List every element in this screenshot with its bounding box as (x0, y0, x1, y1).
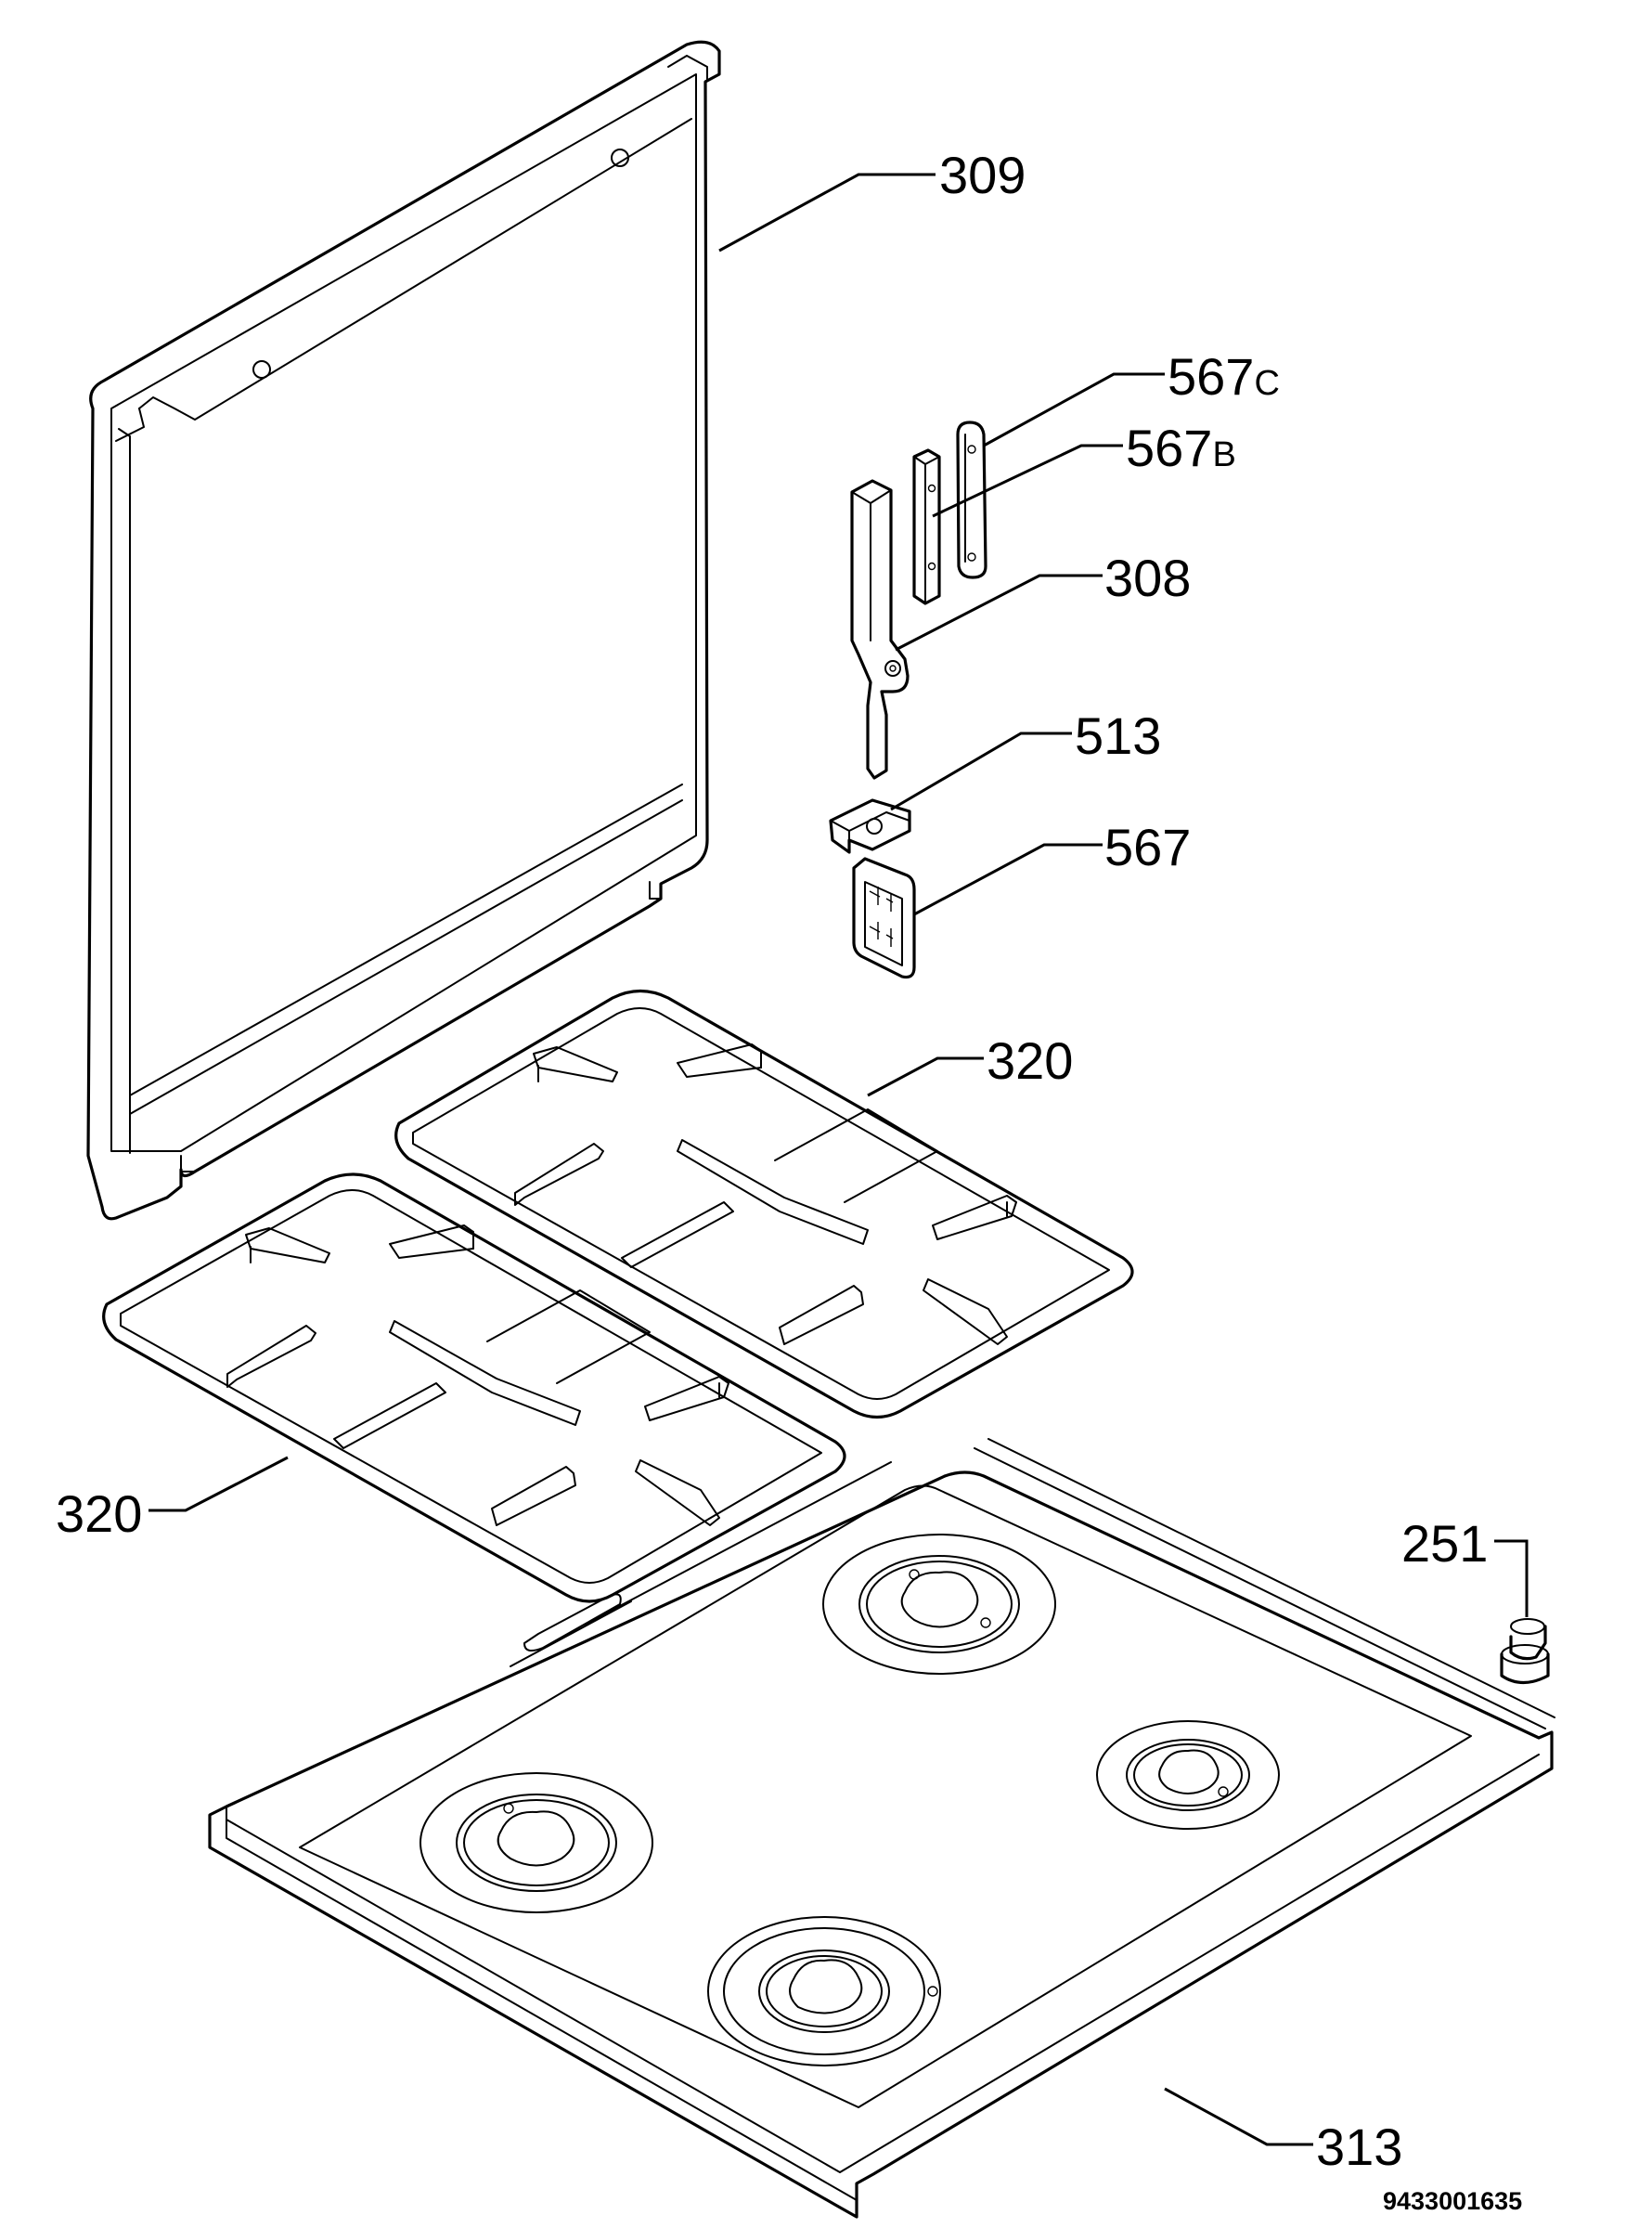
leader-320-rear (867, 1056, 984, 1097)
leader-567b (932, 444, 1123, 518)
foot-part (1500, 1618, 1550, 1685)
hinge-bracket-part (852, 857, 916, 979)
pan-support-front-part (102, 1172, 846, 1603)
callout-320-rear: 320 (987, 1031, 1073, 1090)
burner-front-left (419, 1772, 653, 1913)
leader-309 (718, 173, 936, 253)
leader-313 (1164, 2087, 1313, 2146)
leader-lines (148, 173, 1529, 2146)
pan-support-rear-part (394, 989, 1134, 1419)
callout-251: 251 (1401, 1514, 1488, 1573)
leader-567 (913, 843, 1103, 916)
callout-308: 308 (1104, 549, 1191, 607)
hinge-plate-b-part (912, 448, 941, 605)
callout-320-front: 320 (56, 1484, 142, 1543)
hinge-plate-c-part (956, 421, 987, 579)
leader-251 (1494, 1539, 1529, 1617)
hinge-part (850, 479, 910, 780)
burner-rear-right (1096, 1720, 1280, 1830)
callout-513: 513 (1075, 706, 1161, 765)
callout-567b: 567B (1126, 419, 1236, 477)
callout-567: 567 (1104, 818, 1191, 876)
leader-308 (895, 574, 1103, 652)
hob-top-part (208, 1438, 1555, 2219)
burner-rear-left (822, 1534, 1056, 1675)
leader-320-front (148, 1456, 289, 1512)
leader-567c (983, 372, 1165, 447)
callout-309: 309 (939, 146, 1026, 204)
lid-part (86, 40, 721, 1221)
callout-313: 313 (1316, 2118, 1402, 2176)
callout-567c: 567C (1168, 347, 1280, 406)
clip-part (829, 798, 911, 854)
diagram-code: 9433001635 (1383, 2187, 1522, 2215)
burner-front-right (707, 1916, 941, 2066)
leader-513 (890, 732, 1072, 811)
